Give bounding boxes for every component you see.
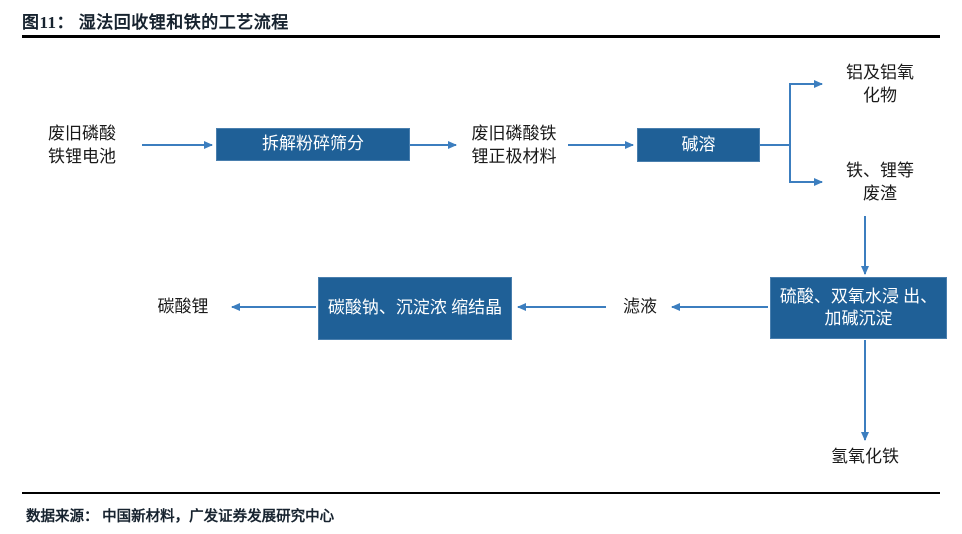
footer-divider [22,492,940,494]
node-cathode-material: 废旧磷酸铁 锂正极材料 [471,124,557,166]
node-waste-battery: 废旧磷酸 铁锂电池 [48,124,116,166]
node-iron-hydroxide: 氢氧化铁 [831,447,899,466]
node-iron-lithium-slag: 铁、锂等 废渣 [846,161,914,203]
node-dismantle[interactable]: 拆解粉碎筛分 [216,128,410,161]
page-title-text: 图11： 湿法回收锂和铁的工艺流程 [22,12,289,32]
edge-alkali-to-aluminum [760,80,823,146]
title-divider [22,35,940,38]
node-filtrate: 滤液 [623,297,657,316]
node-alkali-dissolve[interactable]: 碱溶 [637,128,760,162]
node-acid-leach[interactable]: 硫酸、双氧水浸 出、加碱沉淀 [770,277,947,339]
node-soda-crystallization[interactable]: 碳酸钠、沉淀浓 缩结晶 [318,277,512,340]
page-title: 图11： 湿法回收锂和铁的工艺流程 [22,6,942,34]
edge-alkali-to-slag [789,145,823,186]
source-note: 数据来源： 中国新材料，广发证券发展研究中心 [26,509,335,525]
node-lithium-carbonate: 碳酸锂 [157,297,209,316]
node-aluminum-oxide: 铝及铝氧 化物 [846,63,914,105]
